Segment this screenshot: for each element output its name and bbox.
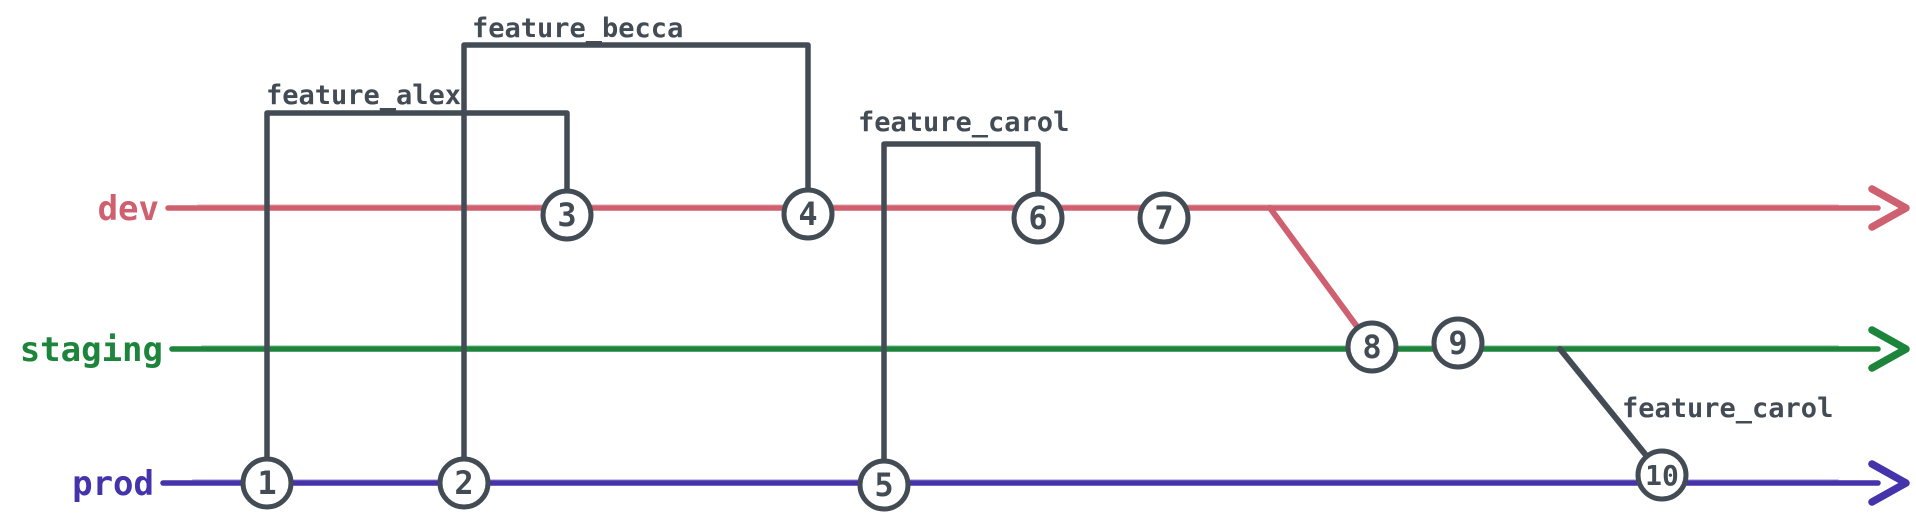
commit-number: 8 [1362, 328, 1381, 366]
commit-node [781, 187, 835, 241]
commit-number: 2 [454, 464, 473, 502]
feature-branch-label: feature_becca [472, 13, 683, 44]
commit-number: 9 [1448, 324, 1467, 362]
feature-branch-path-feature_alex [264, 110, 570, 486]
branch-label-dev: dev [98, 189, 159, 229]
commit-number: 10 [1645, 459, 1679, 492]
feature-branch-label: feature_alex [266, 80, 461, 111]
commit-number: 3 [557, 196, 576, 234]
arrowhead-icon-staging [1868, 326, 1910, 372]
commit-number: 7 [1154, 199, 1173, 237]
feature-branch-label: feature_carol [858, 107, 1069, 138]
commit-node [240, 456, 294, 510]
commit-number: 1 [257, 464, 276, 502]
commit-node [437, 456, 491, 510]
commit-node [1431, 316, 1485, 370]
feature-branch-path-feature_becca [461, 42, 811, 486]
commit-number: 4 [798, 195, 817, 233]
commit-number: 6 [1028, 199, 1047, 237]
arrowhead-icon-prod [1868, 460, 1910, 506]
branch-label-staging: staging [20, 330, 163, 370]
commit-node [857, 458, 911, 512]
commit-node [540, 188, 594, 242]
commit-number: 5 [874, 466, 893, 504]
arrowhead-icon-dev [1868, 185, 1910, 231]
commit-node [1345, 320, 1399, 374]
commit-node [1635, 448, 1689, 502]
merge-line-dev-to-staging [1267, 205, 1375, 350]
branch-label-prod: prod [72, 464, 154, 504]
merge-label: feature_carol [1622, 393, 1833, 424]
merge-line-staging-to-prod [1557, 346, 1665, 478]
commit-node [1011, 191, 1065, 245]
feature-branch-path-feature_carol [881, 141, 1041, 488]
commit-node [1137, 191, 1191, 245]
